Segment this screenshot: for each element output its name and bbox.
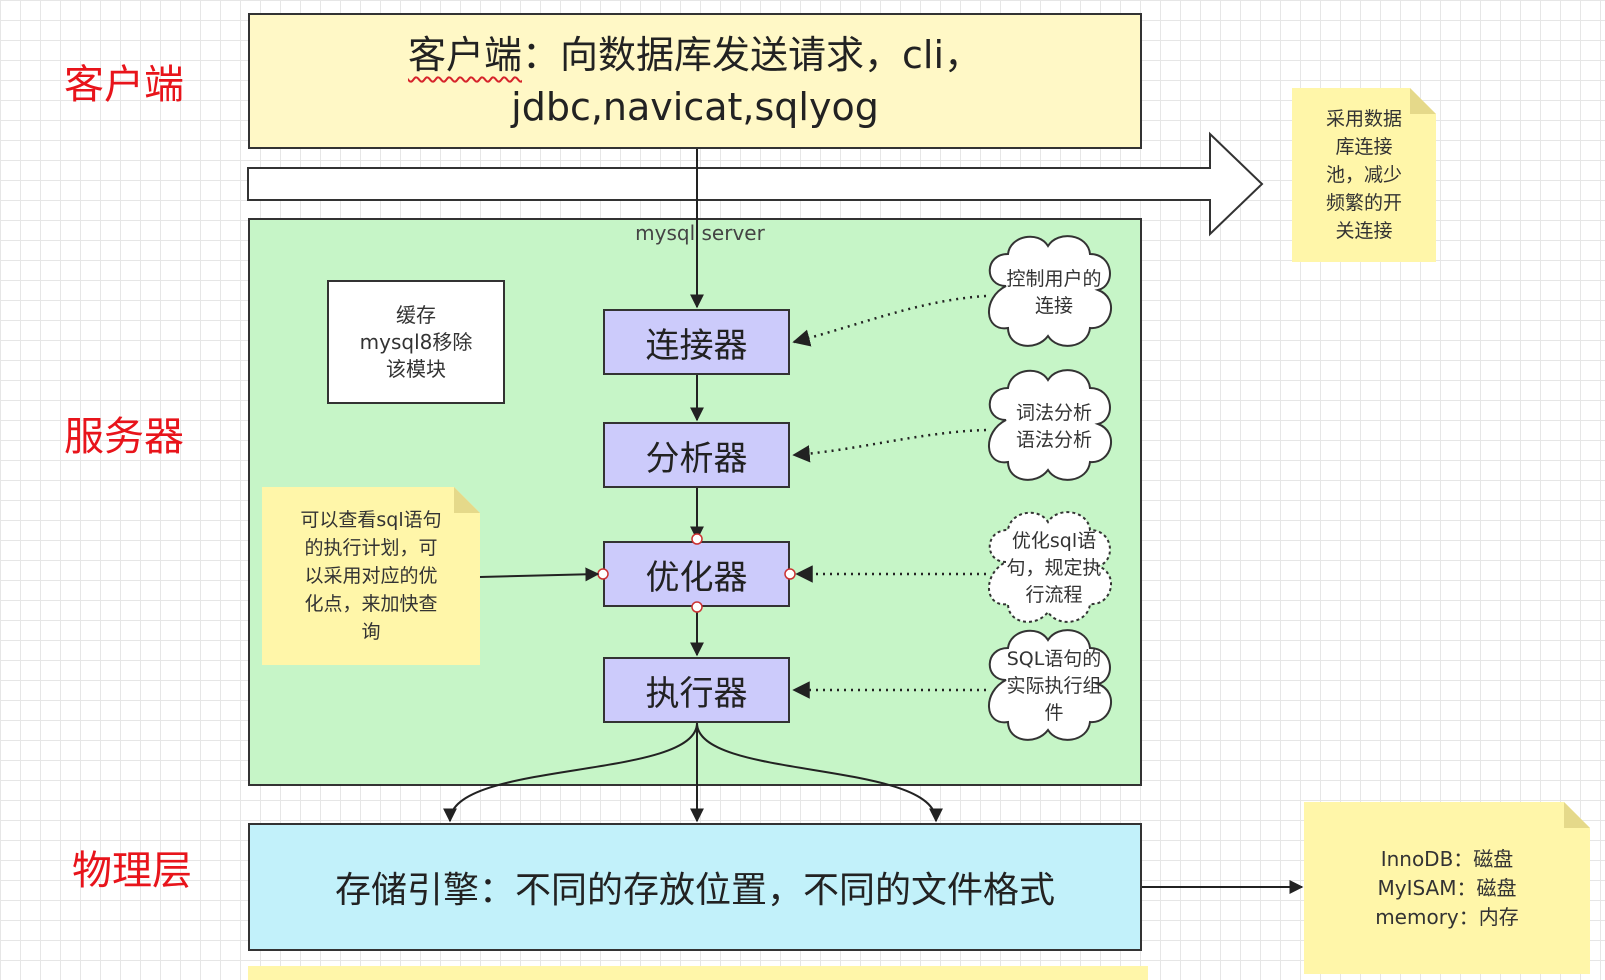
flow-arrow	[443, 722, 698, 823]
note-line: 库连接	[1335, 136, 1393, 158]
connection-point	[597, 568, 609, 580]
cache-line: 该模块	[386, 356, 446, 381]
cloud-line: 词法分析	[1015, 402, 1092, 424]
cloud-line: 优化sql语	[1011, 530, 1097, 552]
note-line: 频繁的开	[1325, 192, 1402, 214]
flow-arrow	[696, 722, 943, 823]
storage-engine-box[interactable]: 存储引擎：不同的存放位置，不同的文件格式	[248, 823, 1142, 951]
cloud-sql-execution[interactable]: SQL语句的 实际执行组 件	[988, 646, 1120, 727]
connection-point	[784, 568, 796, 580]
client-box-prefix: 客户端	[407, 33, 522, 77]
cloud-line: 语法分析	[1015, 429, 1092, 451]
executor-box[interactable]: 执行器	[603, 657, 790, 723]
dotted-arrow	[792, 428, 987, 463]
cloud-line: 连接	[1034, 295, 1073, 317]
note-arrow	[479, 567, 600, 582]
client-box[interactable]: 客户端：向数据库发送请求，cli， jdbc,navicat,sqlyog	[248, 13, 1142, 149]
next-section-edge	[248, 966, 1148, 980]
cloud-lexical-analysis[interactable]: 词法分析 语法分析	[988, 400, 1120, 454]
note-line: 以采用对应的优	[304, 565, 438, 587]
dotted-arrow	[792, 294, 987, 347]
connector-box[interactable]: 连接器	[603, 309, 790, 375]
connection-pool-note[interactable]: 采用数据 库连接 池，减少 频繁的开 关连接	[1292, 88, 1436, 262]
mysql-server-title: mysql server	[635, 221, 765, 245]
client-box-line2: jdbc,navicat,sqlyog	[511, 85, 879, 129]
cache-line: mysql8移除	[359, 329, 473, 354]
note-line: 采用数据	[1325, 108, 1402, 130]
storage-engines-note[interactable]: InnoDB：磁盘 MyISAM：磁盘 memory：内存	[1304, 802, 1590, 974]
connection-pool-arrow	[247, 131, 1264, 237]
cache-box[interactable]: 缓存 mysql8移除 该模块	[327, 280, 505, 404]
cache-line: 缓存	[396, 302, 436, 327]
note-line: 池，减少	[1325, 164, 1402, 186]
note-line: memory：内存	[1375, 904, 1519, 929]
client-layer-label: 客户端	[64, 62, 184, 108]
cloud-line: 实际执行组	[1006, 675, 1102, 697]
cloud-line: SQL语句的	[1006, 648, 1102, 670]
cloud-line: 行流程	[1025, 584, 1083, 606]
note-line: 的执行计划，可	[304, 537, 438, 559]
cloud-sql-optimization[interactable]: 优化sql语 句，规定执 行流程	[988, 528, 1120, 609]
server-layer-label: 服务器	[64, 414, 184, 460]
cloud-line: 句，规定执	[1006, 557, 1102, 579]
connection-point	[691, 601, 703, 613]
note-line: 询	[361, 621, 381, 643]
execution-plan-note[interactable]: 可以查看sql语句 的执行计划，可 以采用对应的优 化点，来加快查 询	[262, 487, 480, 665]
cloud-connection-control[interactable]: 控制用户的 连接	[988, 266, 1120, 320]
client-box-line1: ：向数据库发送请求，cli，	[522, 33, 983, 77]
note-line: 化点，来加快查	[304, 593, 438, 615]
note-line: 关连接	[1335, 220, 1393, 242]
physical-layer-label: 物理层	[72, 848, 192, 894]
cloud-line: 控制用户的	[1006, 268, 1102, 290]
analyzer-box[interactable]: 分析器	[603, 422, 790, 488]
optimizer-box[interactable]: 优化器	[603, 541, 790, 607]
note-line: 可以查看sql语句	[300, 509, 442, 531]
cloud-line: 件	[1044, 702, 1064, 724]
note-line: MyISAM：磁盘	[1377, 875, 1517, 900]
connection-point	[691, 533, 703, 545]
note-line: InnoDB：磁盘	[1380, 846, 1514, 871]
